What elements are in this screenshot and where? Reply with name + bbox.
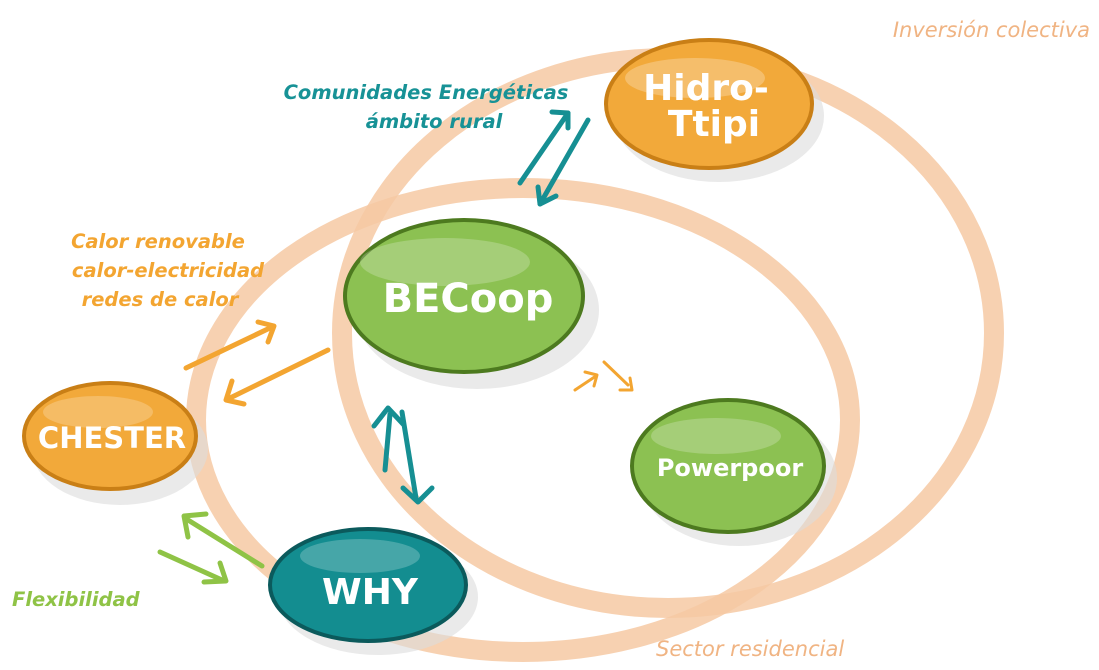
node-becoop-label: BECoop — [383, 276, 554, 322]
label-comunidades-energeticas: Comunidades Energéticas ámbito rural — [284, 81, 569, 133]
node-chester-label: CHESTER — [38, 421, 186, 455]
label-sector-residencial: Sector residencial — [656, 637, 844, 661]
arrows-becoop-why — [371, 405, 435, 505]
arrows-becoop-hidro — [517, 109, 591, 207]
node-why[interactable]: WHY — [268, 527, 478, 655]
arrows-chester-why — [157, 511, 265, 585]
node-chester[interactable]: CHESTER — [22, 381, 208, 505]
label-comunidades-line-1: Comunidades Energéticas — [284, 81, 569, 104]
ring-sector-residencial — [186, 178, 860, 662]
label-flexibilidad: Flexibilidad — [12, 588, 141, 611]
node-hidro-ttipi-label-2: Ttipi — [668, 104, 760, 145]
node-powerpoor[interactable]: Powerpoor — [630, 398, 837, 546]
node-becoop[interactable]: BECoop — [343, 218, 599, 389]
label-calor-renovable: Calor renovable calor-electricidad redes… — [71, 230, 265, 311]
arrows-becoop-powerpoor — [573, 360, 634, 392]
label-comunidades-line-2: ámbito rural — [366, 110, 503, 133]
label-inversion-colectiva: Inversión colectiva — [893, 18, 1090, 42]
node-hidro-ttipi-label-1: Hidro- — [643, 68, 769, 109]
arrows-chester-becoop — [183, 319, 331, 407]
node-why-label: WHY — [322, 572, 419, 613]
label-calor-line-3: redes de calor — [82, 288, 240, 311]
node-hidro-ttipi[interactable]: Hidro- Ttipi — [604, 38, 824, 182]
node-powerpoor-label: Powerpoor — [657, 454, 804, 482]
label-calor-line-2: calor-electricidad — [72, 259, 265, 282]
label-calor-line-1: Calor renovable — [71, 230, 245, 253]
